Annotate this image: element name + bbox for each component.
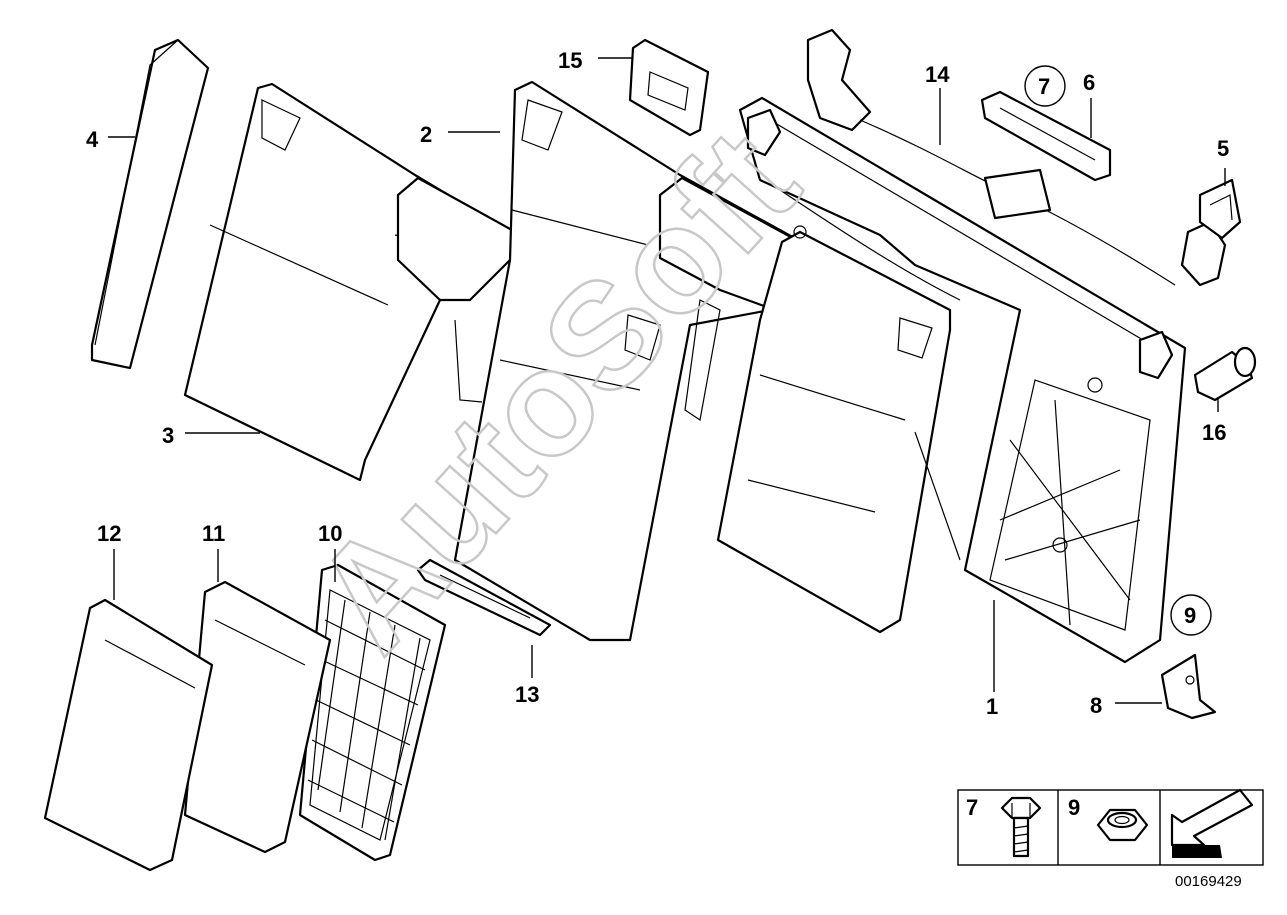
leader-lines (108, 57, 1226, 704)
legend-item-b-number: 9 (1068, 795, 1080, 820)
part-15-clip (628, 38, 710, 137)
callout-7-circle (1024, 65, 1066, 107)
part-11-cushion (183, 580, 332, 854)
callout-8: 8 (1090, 693, 1102, 718)
part-10-mesh-frame (298, 563, 447, 862)
callouts: 1 2 3 4 5 6 7 8 9 10 11 12 13 14 15 16 (86, 48, 1229, 719)
callout-14: 14 (925, 62, 950, 87)
callout-9-circle (1170, 594, 1212, 636)
part-5-cap (1198, 178, 1242, 240)
callout-3: 3 (162, 423, 174, 448)
arrow-icon (1170, 788, 1254, 858)
callout-1: 1 (986, 694, 998, 719)
part-6-bracket (980, 90, 1112, 182)
legend-box: 7 9 (957, 788, 1264, 866)
part-2-backrest-cover-right (453, 80, 802, 642)
part-3-backrest-cover-left (183, 82, 532, 482)
callout-10: 10 (318, 521, 342, 546)
part-13-strip (416, 558, 552, 637)
callout-6: 6 (1083, 70, 1095, 95)
part-backrest-pad-centre (684, 230, 952, 634)
callout-16: 16 (1202, 420, 1226, 445)
callout-7: 7 (1038, 74, 1050, 99)
part-8-mounting-bracket (1160, 653, 1217, 720)
part-12-cushion-cover (43, 598, 214, 872)
callout-5: 5 (1217, 136, 1229, 161)
part-4-side-bolster (90, 38, 210, 370)
callout-4: 4 (86, 127, 99, 152)
callout-12: 12 (97, 521, 121, 546)
part-16-connector (1193, 346, 1257, 402)
hex-bolt-icon (1000, 796, 1042, 858)
callout-15: 15 (558, 48, 582, 73)
hex-nut-icon (1096, 808, 1149, 842)
legend-item-a-number: 7 (966, 795, 978, 820)
part-1-backrest-frame (738, 96, 1187, 664)
callout-13: 13 (515, 682, 539, 707)
document-number: 00169429 (1175, 873, 1242, 890)
part-14-release-cable (779, 28, 1227, 301)
callout-2: 2 (420, 122, 432, 147)
callout-11: 11 (202, 521, 225, 546)
callout-9: 9 (1184, 603, 1196, 628)
